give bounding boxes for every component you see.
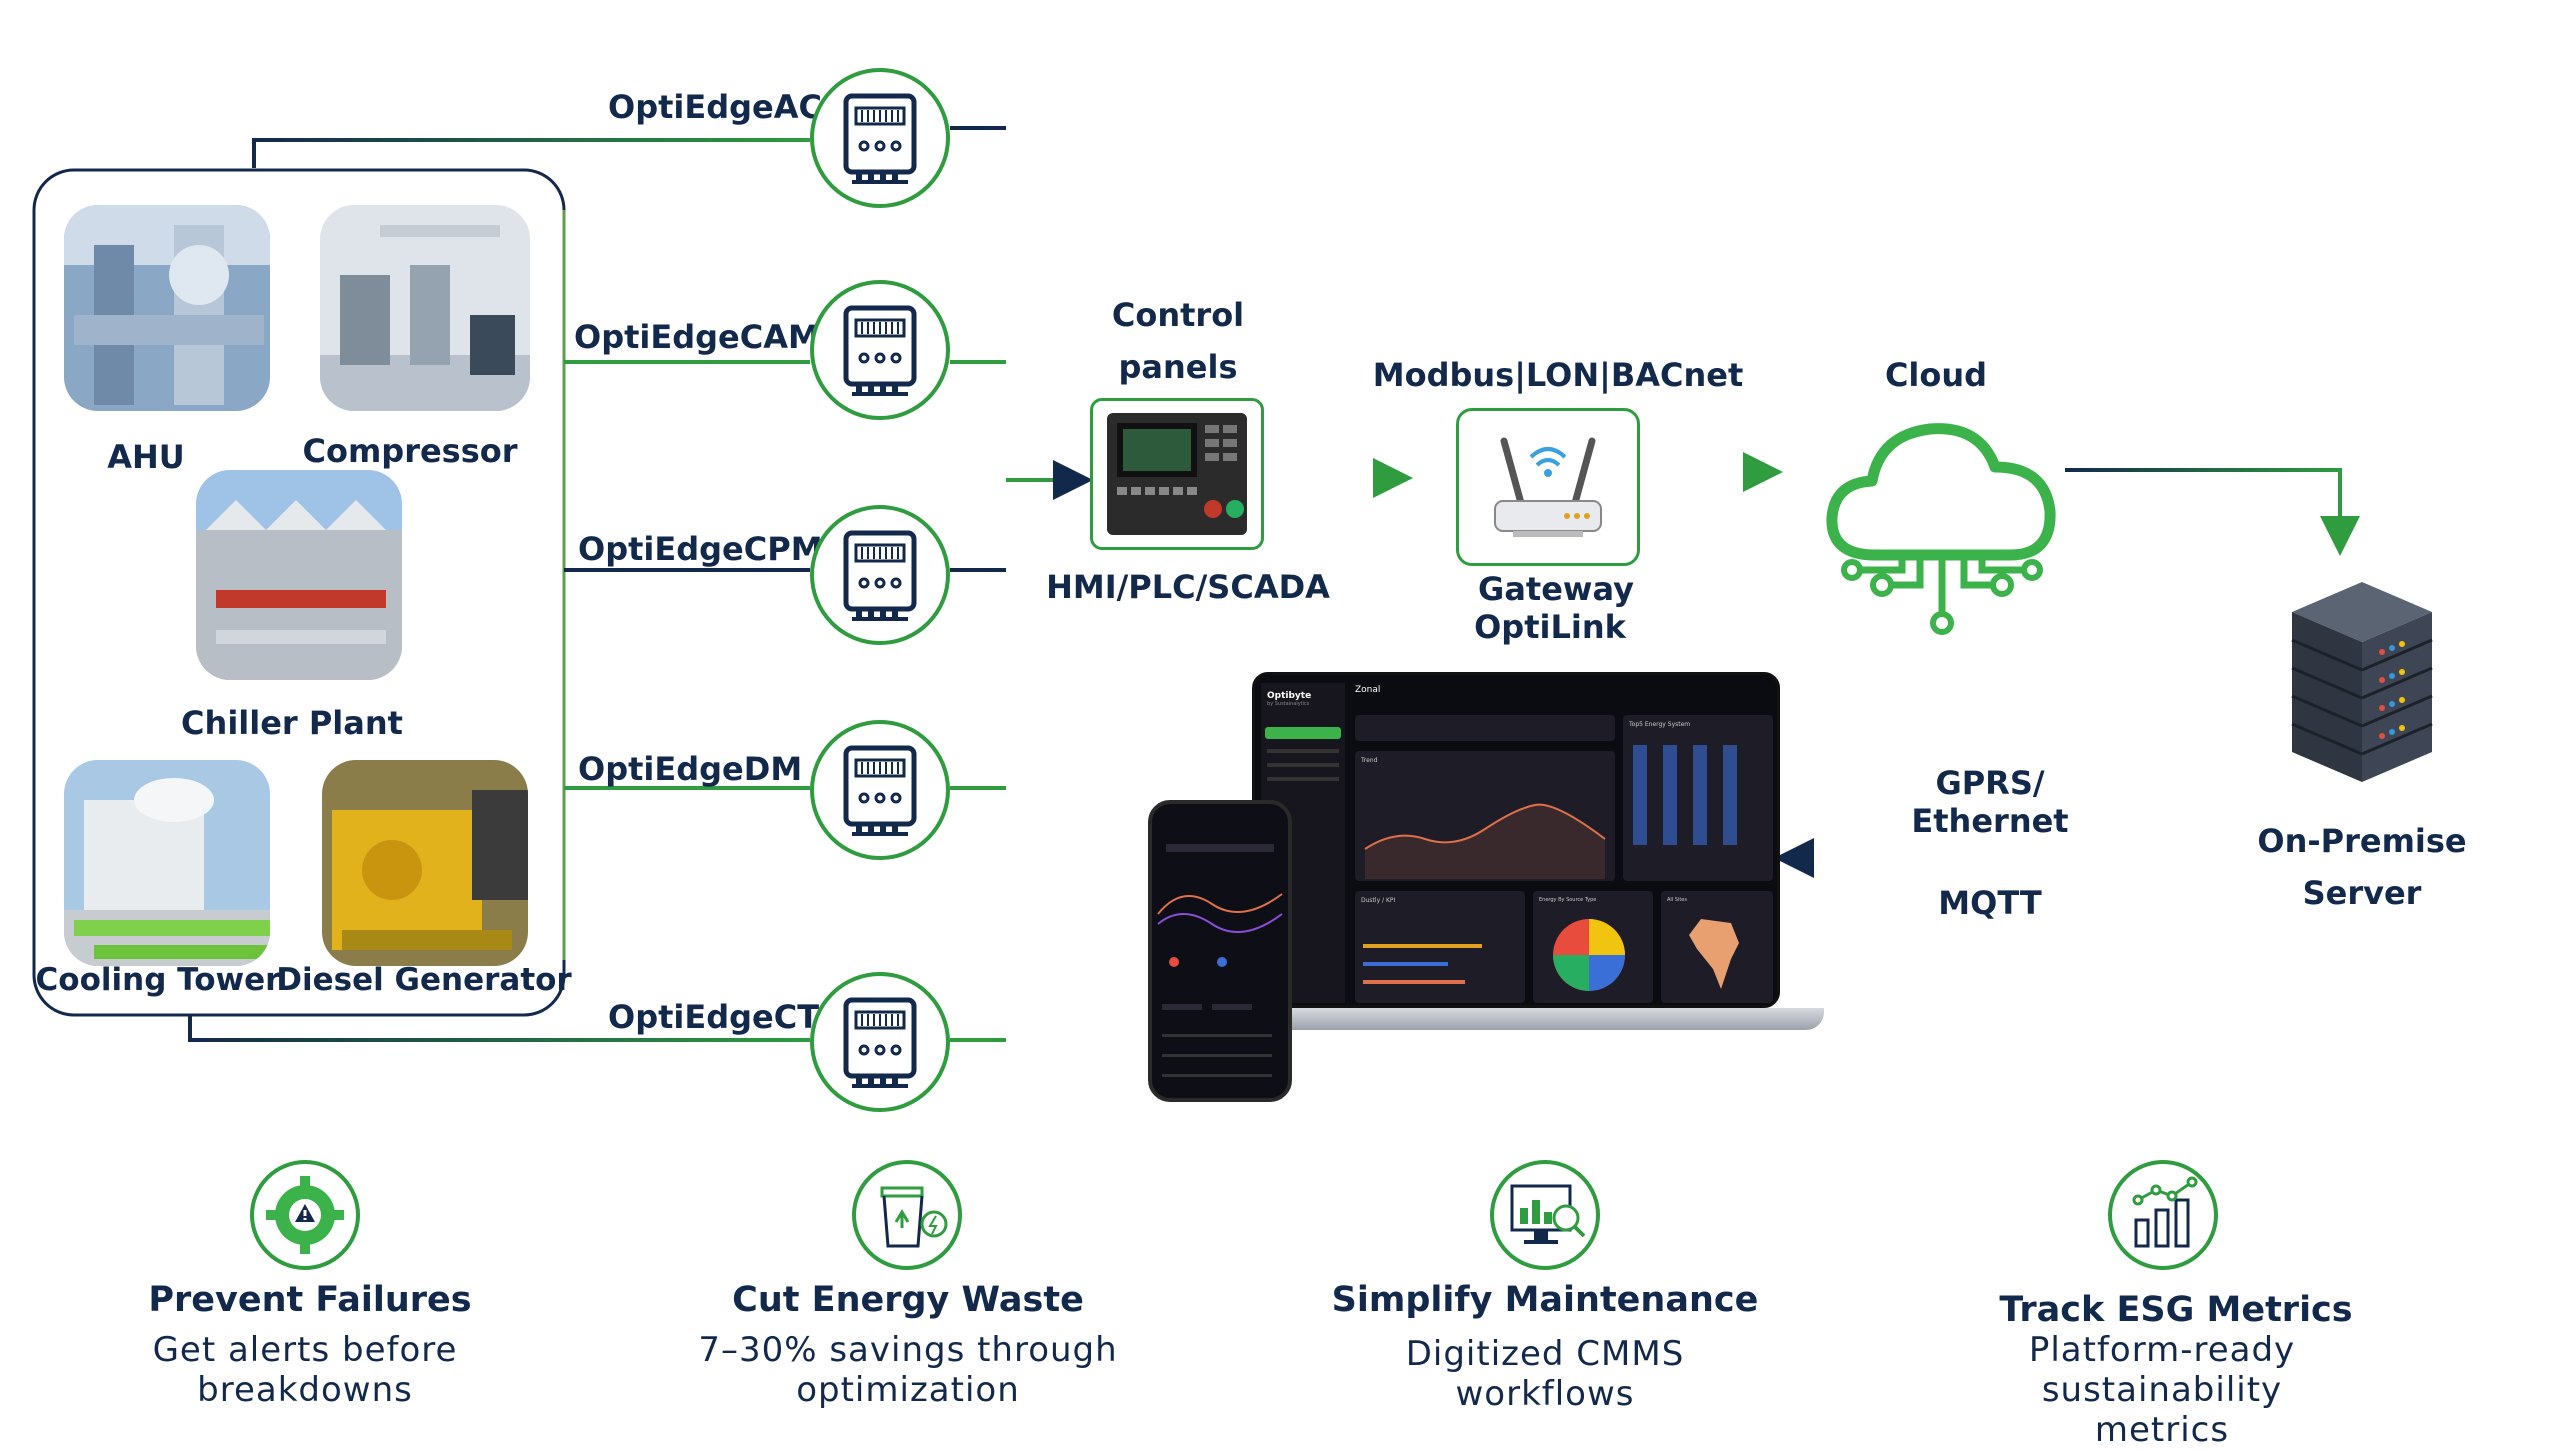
gateway-caption-line2: OptiLink bbox=[1474, 608, 1626, 646]
bar-trend-icon bbox=[2108, 1160, 2218, 1270]
meter-icon-cam bbox=[810, 280, 950, 420]
dashboard-trend: Trend bbox=[1361, 757, 1378, 764]
feature-title-4: Track ESG Metrics bbox=[1999, 1290, 2353, 1330]
cooling-tower-label: Cooling Tower bbox=[35, 962, 281, 998]
gateway-router-icon bbox=[1456, 408, 1640, 566]
cooling-tower-image bbox=[64, 760, 270, 966]
meter-icon-ct bbox=[810, 972, 950, 1112]
control-caption: HMI/PLC/SCADA bbox=[1046, 568, 1330, 606]
feature-desc-4: Platform-ready sustainability metrics bbox=[1963, 1330, 2361, 1450]
meter-label-ct: OptiEdgeCT bbox=[608, 998, 820, 1036]
dashboard-kpi: Dustly / KPI bbox=[1361, 897, 1396, 904]
dashboard-header: Zonal bbox=[1355, 685, 1381, 695]
feature-desc-1: Get alerts before breakdowns bbox=[153, 1330, 458, 1410]
cloud-icon bbox=[1820, 405, 2065, 645]
control-title-line2: panels bbox=[1118, 348, 1238, 386]
meter-icon-dm bbox=[810, 720, 950, 860]
feature-desc-2-line1: 7–30% savings through bbox=[698, 1330, 1118, 1370]
feature-desc-1-line2: breakdowns bbox=[197, 1370, 413, 1410]
control-title-line1: Control bbox=[1111, 296, 1245, 334]
meter-icon-ac bbox=[810, 68, 950, 208]
laptop-dashboard: Optibyte by Sustainalytics Zonal Trend T… bbox=[1252, 672, 1780, 1008]
feature-desc-2: 7–30% savings through optimization bbox=[698, 1330, 1117, 1410]
ahu-image bbox=[64, 205, 270, 411]
feature-title-1: Prevent Failures bbox=[148, 1280, 472, 1320]
chiller-plant-label: Chiller Plant bbox=[181, 704, 403, 742]
cloud-label: Cloud bbox=[1884, 356, 1988, 394]
feature-title-2: Cut Energy Waste bbox=[732, 1280, 1084, 1320]
dashboard-brand: Optibyte bbox=[1267, 691, 1312, 701]
ahu-label: AHU bbox=[107, 438, 185, 476]
feature-desc-3-line1: Digitized CMMS bbox=[1405, 1334, 1685, 1374]
protocols-label: Modbus|LON|BACnet bbox=[1372, 356, 1744, 394]
dashboard-sites: All Sites bbox=[1667, 897, 1687, 903]
server-icon bbox=[2282, 572, 2442, 812]
meter-label-ac: OptiEdgeAC bbox=[608, 88, 822, 126]
monitor-analytics-icon bbox=[1490, 1160, 1600, 1270]
meter-label-dm: OptiEdgeDM bbox=[578, 750, 803, 788]
meter-label-cpm: OptiEdgeCPM bbox=[578, 530, 823, 568]
mqtt-label: MQTT bbox=[1938, 884, 2042, 922]
chiller-plant-image bbox=[196, 470, 402, 680]
diesel-generator-label: Diesel Generator bbox=[276, 962, 572, 998]
compressor-image bbox=[320, 205, 530, 411]
feature-title-3: Simplify Maintenance bbox=[1331, 1280, 1759, 1320]
server-label-line2: Server bbox=[2302, 874, 2422, 912]
feature-desc-4-line1: Platform-ready sustainability bbox=[2028, 1330, 2296, 1410]
control-panel-icon bbox=[1090, 398, 1264, 550]
server-label-line1: On-Premise bbox=[2257, 822, 2467, 860]
compressor-label: Compressor bbox=[302, 432, 518, 470]
feature-desc-2-line2: optimization bbox=[796, 1370, 1020, 1410]
meter-icon-cpm bbox=[810, 505, 950, 645]
gprs-label-line2: Ethernet bbox=[1911, 802, 2069, 840]
alert-gear-icon bbox=[250, 1160, 360, 1270]
meter-label-cam: OptiEdgeCAM bbox=[574, 318, 820, 356]
dashboard-source: Energy By Source Type bbox=[1539, 897, 1597, 903]
phone-dashboard bbox=[1148, 800, 1292, 1102]
feature-desc-3-line2: workflows bbox=[1455, 1374, 1635, 1414]
dashboard-energy-system: Top5 Energy System bbox=[1629, 721, 1691, 728]
feature-desc-1-line1: Get alerts before bbox=[152, 1330, 458, 1370]
feature-desc-4-line2: metrics bbox=[2094, 1410, 2230, 1450]
diesel-generator-image bbox=[322, 760, 528, 966]
feature-desc-3: Digitized CMMS workflows bbox=[1406, 1334, 1685, 1414]
recycle-bin-icon bbox=[852, 1160, 962, 1270]
laptop-base bbox=[1210, 1008, 1824, 1030]
dashboard-brand-sub: by Sustainalytics bbox=[1267, 701, 1310, 707]
gateway-caption-line1: Gateway bbox=[1478, 570, 1634, 608]
gprs-label-line1: GPRS/ bbox=[1935, 764, 2045, 802]
